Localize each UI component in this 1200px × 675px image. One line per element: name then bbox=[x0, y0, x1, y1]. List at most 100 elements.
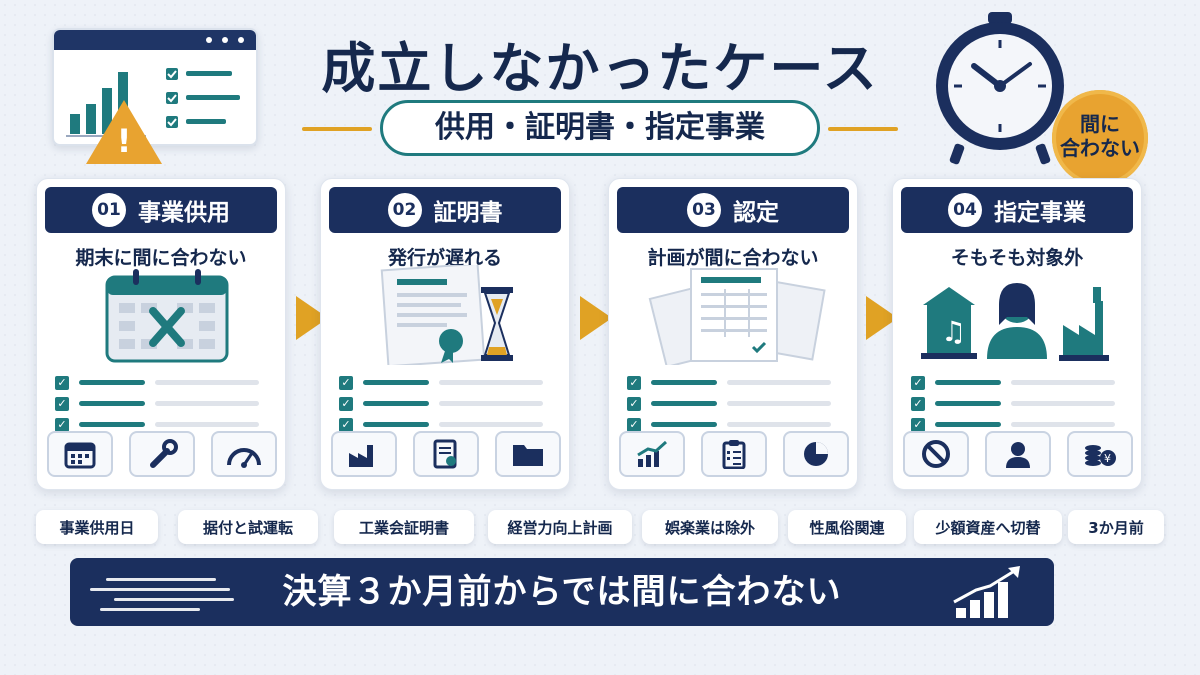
checkbox-icon: ✓ bbox=[627, 375, 641, 390]
speed-line bbox=[106, 578, 216, 581]
conclusion-text: 決算３か月前からでは間に合わない bbox=[282, 572, 842, 612]
person-icon bbox=[985, 431, 1051, 477]
checklist-row: ✓ bbox=[55, 414, 269, 435]
warning-icon bbox=[86, 100, 162, 164]
checklist-row: ✓ bbox=[55, 393, 269, 414]
case-card-designated-business: 04 指定事業 そもそも対象外 ♫ ✓ ✓ ✓ ¥ bbox=[892, 178, 1142, 490]
card-title: 事業供用 bbox=[138, 200, 230, 226]
keyword-tag: 工業会証明書 bbox=[334, 510, 474, 544]
card-header: 01 事業供用 bbox=[45, 187, 277, 233]
checklist-row: ✓ bbox=[911, 414, 1125, 435]
yen-coins-icon: ¥ bbox=[1067, 431, 1133, 477]
warning-mark: ! bbox=[116, 122, 132, 160]
checklist-row: ✓ bbox=[339, 393, 553, 414]
svg-text:♫: ♫ bbox=[941, 315, 966, 348]
checklist-row: ✓ bbox=[911, 372, 1125, 393]
checkbox-icon: ✓ bbox=[911, 417, 925, 432]
icon-row: ¥ bbox=[903, 431, 1133, 477]
checkbox-icon: ✓ bbox=[55, 375, 69, 390]
keyword-tag: 事業供用日 bbox=[36, 510, 158, 544]
deadline-badge-line1: 間に bbox=[1080, 112, 1120, 136]
checkbox-icon: ✓ bbox=[911, 396, 925, 411]
svg-text:¥: ¥ bbox=[1104, 452, 1111, 465]
icon-row bbox=[619, 431, 849, 477]
checkbox-icon: ✓ bbox=[627, 396, 641, 411]
case-card-business-use: 01 事業供用 期末に間に合わない ✓ ✓ ✓ bbox=[36, 178, 286, 490]
subtitle-divider-left bbox=[302, 127, 372, 131]
checklist-row: ✓ bbox=[627, 393, 841, 414]
window-title-bar bbox=[54, 30, 256, 50]
card-subtitle: 期末に間に合わない bbox=[75, 247, 247, 269]
checkbox-icon: ✓ bbox=[55, 417, 69, 432]
checkbox-icon: ✓ bbox=[339, 417, 353, 432]
folder-icon bbox=[495, 431, 561, 477]
card-title: 証明書 bbox=[433, 200, 503, 226]
card-number: 01 bbox=[92, 193, 126, 227]
case-card-certificate: 02 証明書 発行が遅れる ✓ ✓ ✓ bbox=[320, 178, 570, 490]
checkbox-icon: ✓ bbox=[911, 375, 925, 390]
checklist-row: ✓ bbox=[55, 372, 269, 393]
checklist: ✓ ✓ ✓ bbox=[55, 372, 269, 435]
card-number: 04 bbox=[948, 193, 982, 227]
card-header: 04 指定事業 bbox=[901, 187, 1133, 233]
speed-line bbox=[90, 588, 230, 591]
excluded-businesses-icon: ♫ bbox=[921, 283, 1109, 361]
card-subtitle: そもそも対象外 bbox=[950, 247, 1084, 269]
checkbox-icon: ✓ bbox=[627, 417, 641, 432]
case-card-certification: 03 認定 計画が間に合わない ✓ ✓ ✓ bbox=[608, 178, 858, 490]
calendar-icon bbox=[47, 431, 113, 477]
keyword-tag: 3か月前 bbox=[1068, 510, 1164, 544]
rising-chart-icon bbox=[953, 566, 1020, 618]
speed-line bbox=[114, 598, 234, 601]
checkbox-icon: ✓ bbox=[339, 396, 353, 411]
checklist: ✓ ✓ ✓ bbox=[627, 372, 841, 435]
checkbox-icon: ✓ bbox=[55, 396, 69, 411]
card-title: 指定事業 bbox=[994, 200, 1086, 226]
window-dot bbox=[238, 37, 244, 43]
checklist-row: ✓ bbox=[911, 393, 1125, 414]
keyword-tag: 少額資産へ切替 bbox=[914, 510, 1062, 544]
card-subtitle: 計画が間に合わない bbox=[647, 247, 819, 269]
keyword-tag: 経営力向上計画 bbox=[488, 510, 632, 544]
wrench-icon bbox=[129, 431, 195, 477]
card-number: 02 bbox=[387, 193, 422, 227]
icon-row bbox=[47, 431, 277, 477]
deadline-badge: 間に 合わない bbox=[1052, 90, 1148, 186]
clipboard-icon bbox=[701, 431, 767, 477]
icon-row bbox=[331, 431, 561, 477]
checklist-row: ✓ bbox=[627, 372, 841, 393]
page-subtitle: 供用・証明書・指定事業 bbox=[380, 100, 820, 156]
card-header: 03 認定 bbox=[617, 187, 849, 233]
card-title: 認定 bbox=[733, 200, 779, 226]
keyword-tag: 据付と試運転 bbox=[178, 510, 318, 544]
keyword-tag: 娯楽業は除外 bbox=[642, 510, 778, 544]
checklist-row: ✓ bbox=[627, 414, 841, 435]
checklist-row: ✓ bbox=[339, 372, 553, 393]
certificate-hourglass-icon bbox=[380, 265, 513, 365]
factory-icon bbox=[331, 431, 397, 477]
card-header: 02 証明書 bbox=[329, 187, 561, 233]
speed-line bbox=[100, 608, 200, 611]
conclusion-banner: 決算３か月前からでは間に合わない bbox=[70, 558, 1054, 626]
flow-arrow bbox=[580, 296, 612, 340]
growth-chart-icon bbox=[619, 431, 685, 477]
checklist-row: ✓ bbox=[339, 414, 553, 435]
certificate-icon bbox=[413, 431, 479, 477]
card-subtitle: 発行が遅れる bbox=[387, 247, 502, 269]
alarm-clock-icon bbox=[936, 12, 1064, 165]
checklist: ✓ ✓ ✓ bbox=[339, 372, 553, 435]
keyword-tag: 性風俗関連 bbox=[788, 510, 906, 544]
documents-stack-icon bbox=[648, 268, 826, 365]
calendar-cross-icon bbox=[105, 269, 229, 363]
gauge-icon bbox=[211, 431, 277, 477]
prohibited-icon bbox=[903, 431, 969, 477]
page-title: 成立しなかったケース bbox=[321, 37, 879, 100]
checklist: ✓ ✓ ✓ bbox=[911, 372, 1125, 435]
window-dot bbox=[222, 37, 228, 43]
window-dot bbox=[206, 37, 212, 43]
deadline-badge-line2: 合わない bbox=[1060, 136, 1140, 160]
card-number: 03 bbox=[687, 193, 721, 227]
subtitle-divider-right bbox=[828, 127, 898, 131]
pie-chart-icon bbox=[783, 431, 849, 477]
checkbox-icon: ✓ bbox=[339, 375, 353, 390]
